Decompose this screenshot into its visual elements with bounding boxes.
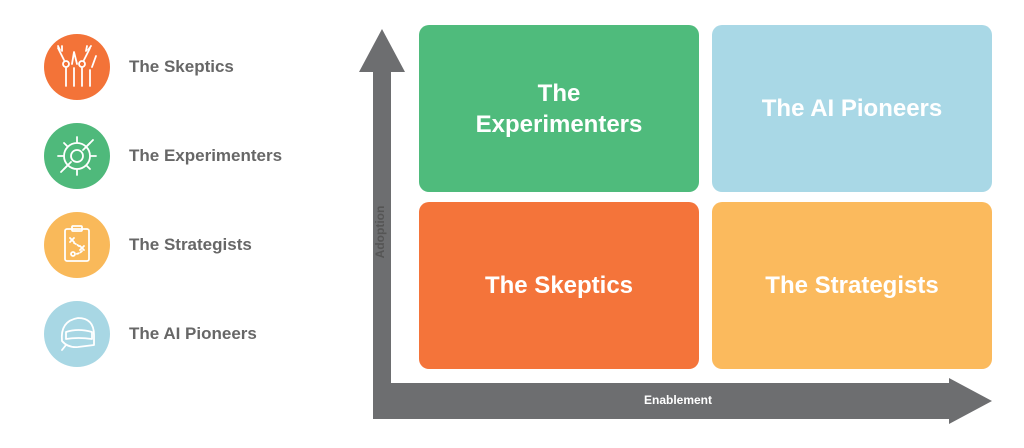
quadrant-skeptics: The Skeptics xyxy=(419,202,699,369)
legend-item-experimenters: The Experimenters xyxy=(44,123,344,189)
hands-raised-icon xyxy=(44,34,110,100)
clipboard-plan-icon xyxy=(44,212,110,278)
quadrant-label: The AI Pioneers xyxy=(761,95,943,122)
x-axis-arrow xyxy=(373,378,992,424)
legend-label: The Skeptics xyxy=(129,57,234,76)
y-axis-label: Adoption xyxy=(373,205,387,259)
legend-item-skeptics: The Skeptics xyxy=(44,34,344,100)
quadrant-experimenters: The Experimenters xyxy=(419,25,699,192)
quadrant-label: The Experimenters xyxy=(475,79,643,138)
quadrant-ai-pioneers: The AI Pioneers xyxy=(712,25,992,192)
quadrant-label: The Strategists xyxy=(765,272,939,299)
legend-label: The AI Pioneers xyxy=(129,324,257,343)
legend-label: The Strategists xyxy=(129,235,252,254)
legend-item-ai-pioneers: The AI Pioneers xyxy=(44,301,344,367)
x-axis-label: Enablement xyxy=(643,393,713,407)
gear-wrench-icon xyxy=(44,123,110,189)
legend-label: The Experimenters xyxy=(129,146,283,165)
legend-item-strategists: The Strategists xyxy=(44,212,344,278)
quadrant-label: The Skeptics xyxy=(484,272,634,299)
helmet-icon xyxy=(44,301,110,367)
y-axis-arrow xyxy=(359,29,405,383)
quadrant-strategists: The Strategists xyxy=(712,202,992,369)
